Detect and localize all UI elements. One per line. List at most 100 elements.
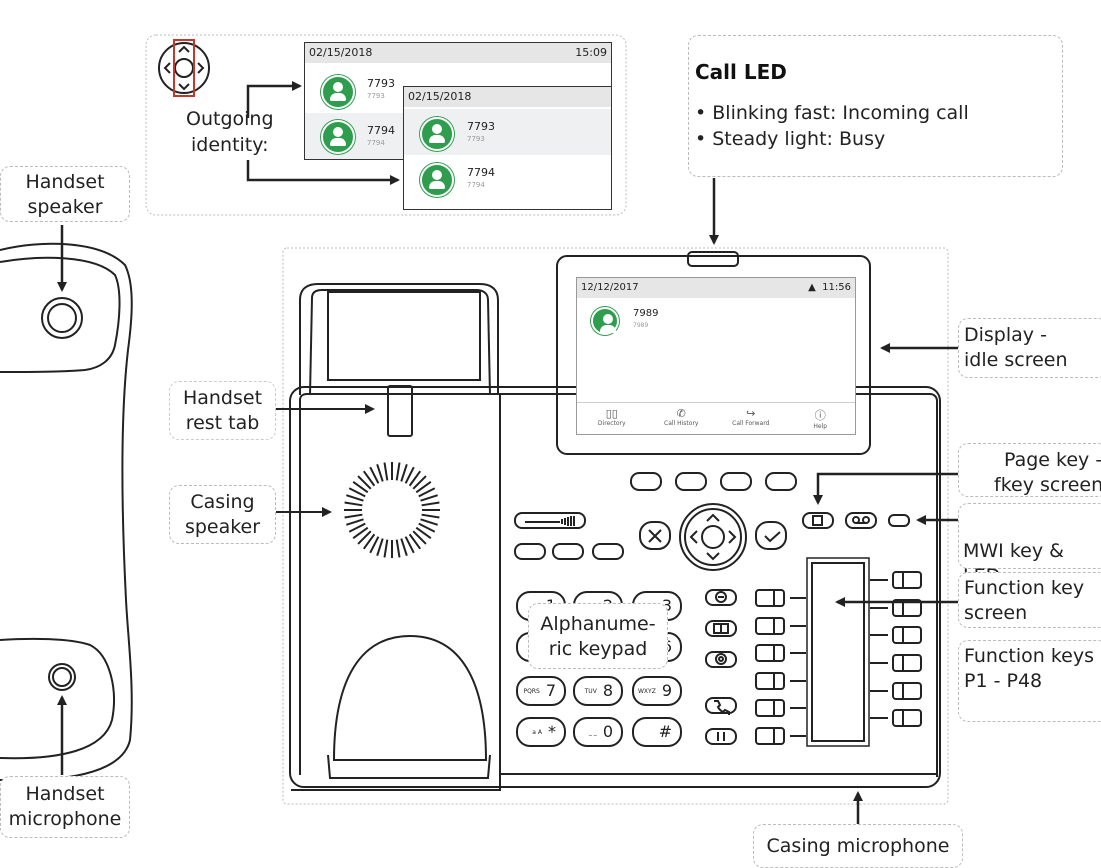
label-mwi-key: MWI key & LED [958, 503, 1101, 587]
screen-status: ▲ 11:56 [808, 278, 851, 298]
keypad-key[interactable] [573, 717, 623, 747]
label-line: Page key - [1004, 449, 1101, 471]
screen-date: 02/15/2018 [309, 46, 373, 59]
function-key[interactable] [755, 699, 785, 717]
screen-date: 02/15/2018 [408, 90, 472, 103]
function-key[interactable] [892, 709, 922, 727]
keypad-key-label: 3 [633, 592, 681, 620]
handset [0, 242, 133, 782]
label-line: identity: [191, 134, 269, 156]
grille-slot [408, 470, 422, 487]
grille-slot [420, 518, 438, 526]
label-casing-microphone: Casing microphone [753, 824, 963, 868]
label-alphanumeric-keypad: Alphanume- ric keypad [528, 603, 668, 669]
keypad-letters: TUV [584, 687, 597, 695]
softkey-directory[interactable]: ▯▯ Directory [577, 403, 647, 434]
keypad-key[interactable] [573, 676, 623, 706]
function-key[interactable] [755, 672, 785, 690]
softkey-help[interactable]: ⓘ Help [786, 403, 856, 434]
keypad-letters: _ _ [588, 728, 597, 736]
grille-slot [415, 526, 432, 540]
screen-header: 12/12/2017 ▲ 11:56 [577, 278, 855, 298]
warning-icon: ▲ [808, 282, 816, 293]
grille-slot [395, 462, 401, 481]
keypad-key-label: _ _0 [574, 718, 622, 746]
grille-slot [421, 513, 440, 519]
keypad-key-label: TUV 8 [574, 677, 622, 705]
line-row: 7793 7793 [305, 67, 611, 113]
label-page-key: Page key - fkey screen [958, 443, 1101, 497]
grille-slot [344, 501, 363, 507]
softkey-label: Help [813, 423, 828, 430]
grille-slot [369, 536, 380, 554]
directory-icon: ▯▯ [605, 407, 618, 420]
softkey-label: Directory [597, 420, 626, 427]
label-line: P1 - P48 [964, 670, 1043, 692]
identity-screen-2: 02/15/2018 7793 7793 7794 7794 [403, 86, 612, 210]
grille-slot [376, 538, 384, 556]
grille-slot [348, 487, 366, 498]
display-softkeys [630, 472, 797, 491]
line-number: 7989 [633, 308, 659, 319]
label-line: microphone [8, 808, 122, 830]
line-sub: 7793 [467, 135, 485, 143]
label-outgoing-identity: Outgoing identity: [186, 106, 274, 158]
label-line: Handset [182, 387, 263, 409]
avatar-icon [591, 307, 619, 335]
keypad-key[interactable] [516, 676, 566, 706]
screen-time: 15:09 [575, 46, 607, 59]
softkey-bar: ▯▯ Directory ✆ Call History ↪ Call Forwa… [577, 402, 856, 434]
keypad-digit: 7 [545, 681, 556, 700]
grille-slot [404, 466, 415, 484]
avatar-icon [420, 117, 454, 151]
keypad-key[interactable] [516, 717, 566, 747]
volume-bar [514, 512, 586, 529]
label-line: idle screen [964, 349, 1068, 371]
function-key[interactable] [892, 599, 922, 617]
keypad-letters: a A [532, 728, 542, 736]
outgoing-identity-frame [145, 34, 627, 216]
call-led-item: Blinking fast: Incoming call [695, 100, 968, 126]
softkey-call-history[interactable]: ✆ Call History [647, 403, 717, 434]
grille-slot [412, 530, 427, 545]
avatar-icon [321, 75, 355, 109]
screen-date: 12/12/2017 [581, 282, 639, 293]
label-line: Handset [25, 783, 105, 805]
line-sub: 7989 [633, 322, 649, 329]
label-handset-speaker: Handset speaker [0, 166, 130, 222]
grille-slot [376, 464, 384, 482]
label-function-keys: Function keys P1 - P48 [958, 640, 1101, 722]
function-key-screen-bezel [806, 557, 870, 747]
keypad-key[interactable] [632, 676, 682, 706]
function-key[interactable] [755, 644, 785, 662]
label-display-idle: Display - idle screen [958, 318, 1101, 378]
idle-screen: 12/12/2017 ▲ 11:56 7989 7989 ▯▯ Director… [576, 277, 856, 435]
function-key[interactable] [892, 571, 922, 589]
line-number: 7793 [367, 77, 395, 90]
page-key-arrow [813, 472, 958, 505]
grille-slot [352, 480, 369, 494]
line-number: 7794 [467, 166, 495, 179]
phone-frame [282, 247, 949, 805]
grille-slot [344, 513, 363, 519]
keypad-key-label: a A* [517, 718, 565, 746]
keypad-key[interactable] [632, 717, 682, 747]
call-led-list: Blinking fast: Incoming call Steady ligh… [695, 100, 968, 152]
label-casing-speaker: Casing speaker [169, 485, 276, 544]
softkey-call-forward[interactable]: ↪ Call Forward [716, 403, 786, 434]
function-key[interactable] [892, 626, 922, 644]
function-key[interactable] [892, 682, 922, 700]
function-key[interactable] [755, 617, 785, 635]
screen-header: 02/15/2018 15:09 [305, 43, 611, 63]
label-line: fkey screen [994, 474, 1101, 496]
keypad-digit: # [658, 722, 672, 741]
label-line: Function keys [964, 645, 1095, 667]
function-key[interactable] [755, 727, 785, 745]
keypad-digit: 8 [602, 681, 613, 700]
grille-slot [418, 522, 436, 533]
line-row: 7794 7794 [404, 157, 611, 203]
softkey-label: Call History [664, 420, 699, 427]
function-key[interactable] [755, 589, 785, 607]
grille-slot [404, 536, 415, 554]
function-key[interactable] [892, 654, 922, 672]
